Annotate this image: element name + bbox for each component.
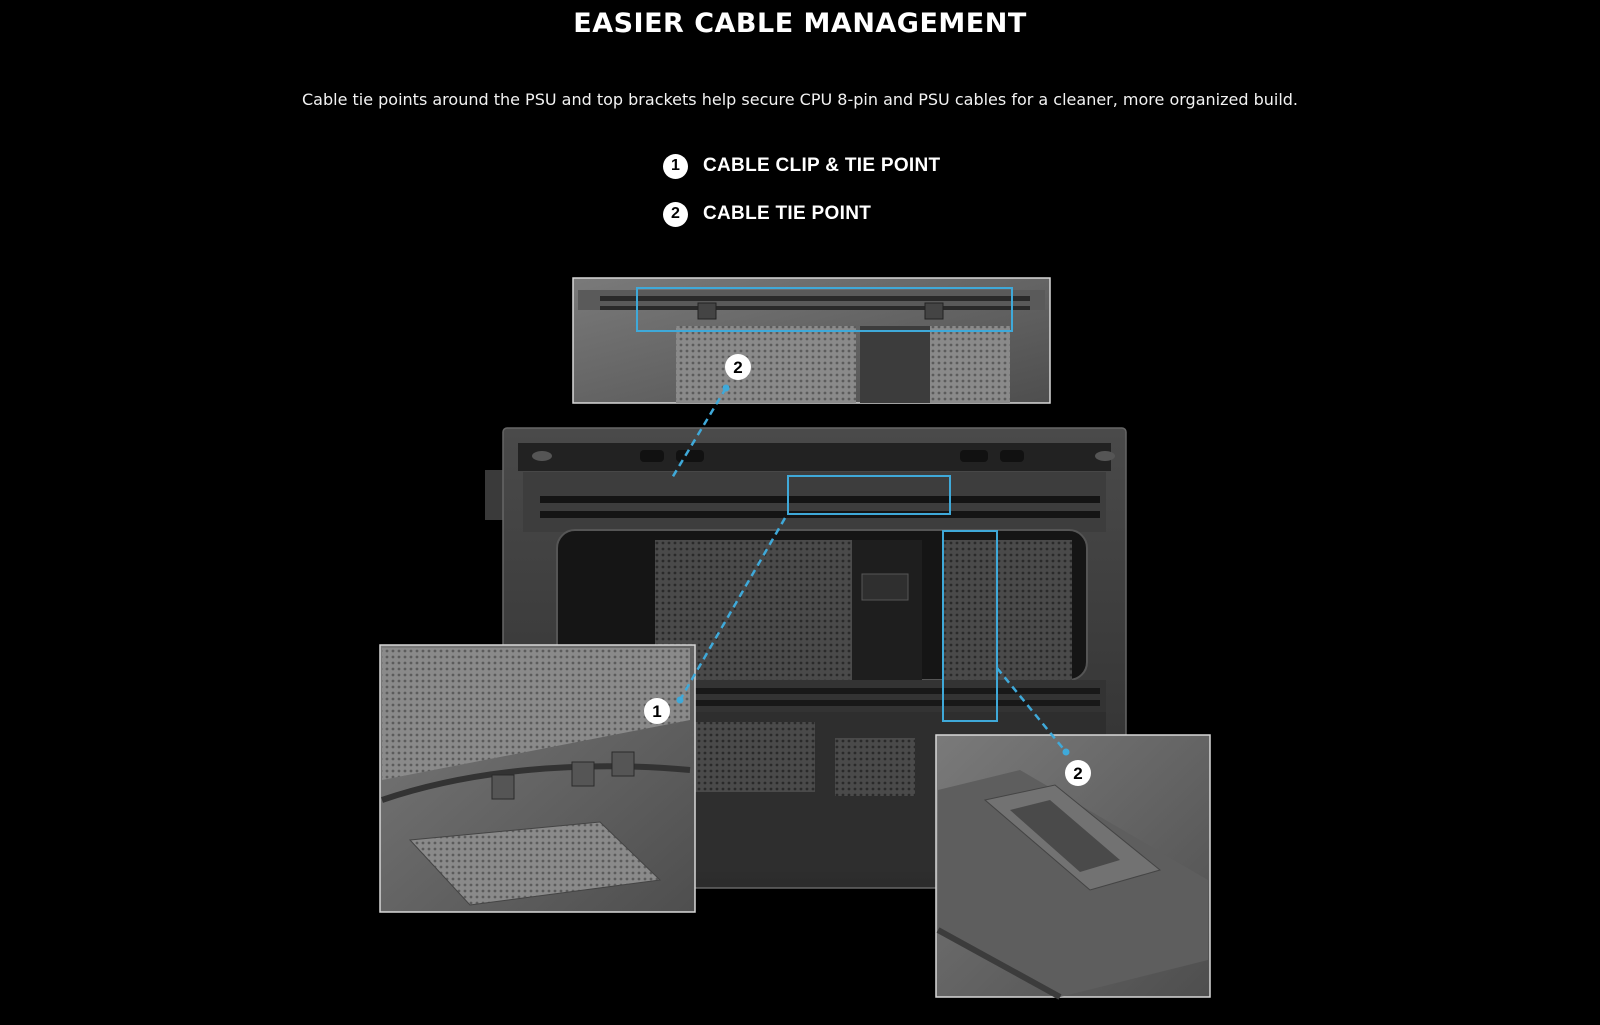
legend-item-2: 2 CABLE TIE POINT [663,200,871,228]
legend-item-1: 1 CABLE CLIP & TIE POINT [663,152,940,180]
legend-label-1: CABLE CLIP & TIE POINT [703,155,941,176]
callout-lines [670,387,1067,753]
marker-left-inset: 1 [644,698,670,724]
legend-label-2: CABLE TIE POINT [703,203,872,224]
highlight-box-psu-side [942,530,998,722]
marker-right-inset-label: 2 [1073,764,1082,783]
section-description: Cable tie points around the PSU and top … [301,90,1298,109]
left-inset-image [379,644,696,913]
right-inset-image [935,734,1211,1000]
highlight-box-top-bracket [787,475,951,515]
page-title: EASIER CABLE MANAGEMENT [573,8,1027,39]
marker-right-inset: 2 [1065,760,1091,786]
marker-left-inset-label: 1 [652,702,661,721]
top-inset-image [572,277,1051,404]
legend-number-2: 2 [663,201,688,227]
legend-number-1: 1 [663,153,688,179]
marker-top-inset: 2 [725,354,751,380]
marker-top-inset-label: 2 [733,358,742,377]
